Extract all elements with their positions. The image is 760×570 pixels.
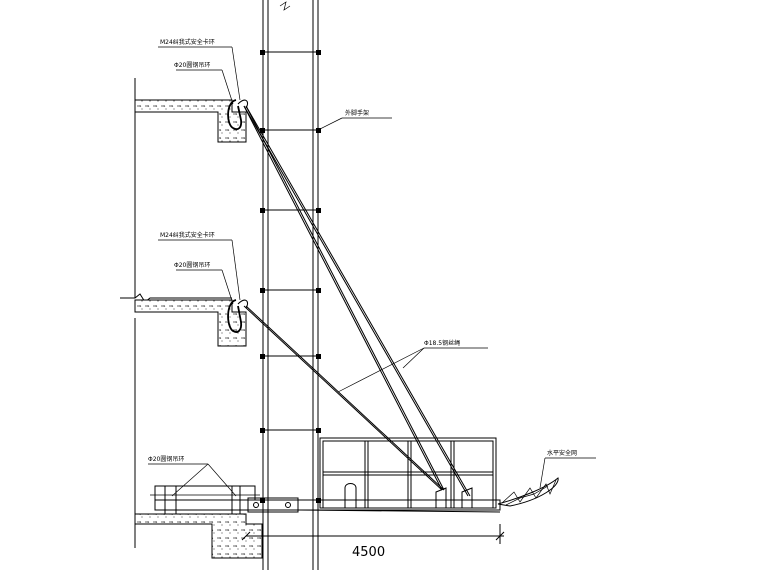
dimension-value: 4500	[352, 545, 385, 560]
horizontal-safety-net	[497, 477, 559, 507]
leader-net	[539, 457, 596, 489]
platform-railing	[319, 437, 497, 509]
scaffold-ledgers	[263, 51, 318, 501]
leader-wire-rope	[337, 347, 488, 393]
leader-base-rod	[148, 463, 237, 497]
label-net: 水平安全网	[547, 449, 577, 457]
leader-upper-ring	[158, 46, 241, 101]
label-base-rod: Φ20圆钢吊环	[148, 455, 184, 463]
leader-upper-rod	[176, 69, 234, 105]
label-lower-rod: Φ20圆钢吊环	[174, 261, 210, 269]
scaffold-tubes	[262, 0, 319, 570]
label-scaffold: 外脚手架	[345, 109, 369, 117]
label-wire-rope: Φ18.5钢丝绳	[424, 339, 460, 347]
wire-ropes	[243, 105, 471, 497]
label-lower-ring: M24纠我式安全卡环	[160, 231, 215, 239]
lower-floor-slab	[134, 513, 263, 559]
dimension-line	[241, 524, 505, 544]
label-upper-rod: Φ20圆钢吊环	[174, 61, 210, 69]
label-upper-ring: M24纠我式安全卡环	[160, 38, 215, 46]
scaffold-couplers	[260, 50, 321, 503]
middle-floor-slab	[134, 299, 247, 347]
platform-beam	[150, 485, 501, 514]
leader-lower-rod	[176, 269, 234, 305]
building-wall	[120, 78, 232, 548]
upper-floor-slab	[134, 99, 247, 143]
leader-scaffold	[317, 117, 392, 131]
leader-lower-ring	[158, 239, 241, 301]
